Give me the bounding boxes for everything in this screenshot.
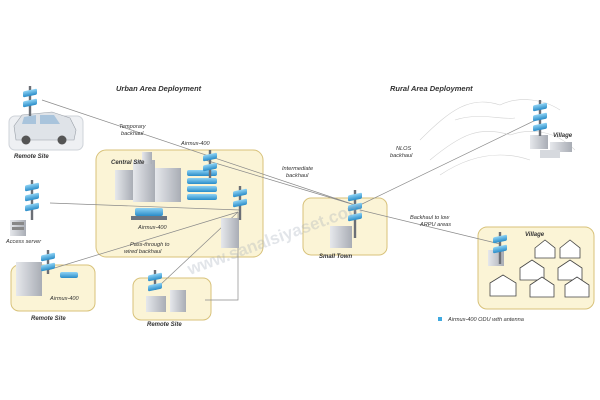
village-top-houses-icon bbox=[530, 135, 572, 158]
tower-small-town-icon bbox=[348, 190, 362, 238]
remote-bottom-building-icon bbox=[146, 290, 186, 312]
tower-access-odu bbox=[25, 192, 39, 202]
remote-site-left-label: Remote Site bbox=[31, 316, 66, 322]
nlos-backhaul-label: NLOS backhaul bbox=[390, 146, 413, 159]
tower-village-top-icon bbox=[533, 100, 547, 136]
tower-access-icon bbox=[25, 180, 39, 220]
central-router-icon bbox=[131, 208, 167, 220]
village-top-label: Village bbox=[553, 133, 573, 139]
passthrough-line2: wired backhaul bbox=[124, 249, 162, 255]
tower-village-right-odu bbox=[493, 234, 507, 244]
tower-remote-bottom-icon bbox=[148, 270, 162, 292]
towers-layer bbox=[23, 86, 547, 292]
backhaul-low-arpu-label: Backhaul to low ARPU areas bbox=[410, 215, 451, 228]
temporary-backhaul-line1: Temporary bbox=[119, 124, 147, 130]
airmux-remote-left-label: Airmux-400 bbox=[49, 296, 79, 302]
tower-central-odu bbox=[203, 152, 217, 162]
temporary-backhaul-label: Temporary backhaul bbox=[119, 124, 147, 137]
tower-remote-left-pole bbox=[46, 250, 50, 274]
hills-sketch bbox=[419, 99, 576, 176]
tower-remote-bottom-odu bbox=[148, 272, 162, 282]
tower-remote-left-odu bbox=[41, 252, 55, 262]
central-site-label: Central Site bbox=[111, 160, 145, 166]
airmux-central-top-label: Airmux-400 bbox=[180, 141, 210, 147]
tower-remote-top-icon bbox=[23, 86, 37, 116]
remote-left-building-icon bbox=[16, 262, 78, 296]
tower-remote-top-odu bbox=[23, 98, 37, 108]
tower-remote-top-odu bbox=[23, 88, 37, 98]
backhaul-low-arpu-line1: Backhaul to low bbox=[410, 215, 450, 221]
tower-village-right-icon bbox=[493, 232, 507, 264]
airmux-central-mid-label: Airmux-400 bbox=[137, 225, 167, 231]
bottom-mid-building-icon bbox=[221, 218, 239, 248]
intermediate-backhaul-line1: Intermediate bbox=[282, 166, 313, 172]
tower-mid-odu bbox=[233, 188, 247, 198]
tower-remote-left-odu bbox=[41, 262, 55, 272]
tower-access-odu bbox=[25, 202, 39, 212]
van-icon bbox=[13, 111, 77, 145]
tower-remote-left-icon bbox=[41, 250, 55, 274]
tower-remote-bottom-odu bbox=[148, 282, 162, 292]
tower-small-town-odu bbox=[348, 192, 362, 202]
legend-swatch bbox=[438, 317, 442, 321]
tower-mid-icon bbox=[233, 186, 247, 220]
passthrough-label: Pass-through to wired backhaul bbox=[124, 242, 171, 255]
temporary-backhaul-line2: backhaul bbox=[121, 131, 144, 137]
rural-section-title: Rural Area Deployment bbox=[390, 84, 473, 93]
urban-section-title: Urban Area Deployment bbox=[116, 84, 202, 93]
tower-village-right-odu bbox=[493, 244, 507, 254]
intermediate-backhaul-label: Intermediate backhaul bbox=[282, 166, 315, 179]
access-server-icon bbox=[10, 220, 26, 236]
tower-mid-odu bbox=[233, 198, 247, 208]
tower-small-town-odu bbox=[348, 202, 362, 212]
intermediate-backhaul-line2: backhaul bbox=[286, 173, 309, 179]
access-server-label: Access server bbox=[5, 239, 42, 245]
tower-village-top-odu bbox=[533, 122, 547, 132]
small-town-label: Small Town bbox=[319, 254, 352, 260]
legend: Airmux-400 ODU with antenna bbox=[438, 317, 524, 323]
tower-central-icon bbox=[203, 150, 217, 178]
remote-site-top-label: Remote Site bbox=[14, 154, 49, 160]
tower-small-town-odu bbox=[348, 212, 362, 222]
nlos-backhaul-line1: NLOS bbox=[396, 146, 412, 152]
tower-access-odu bbox=[25, 182, 39, 192]
nlos-backhaul-line2: backhaul bbox=[390, 153, 413, 159]
village-right-houses-icon bbox=[489, 239, 590, 298]
village-right-label: Village bbox=[525, 232, 545, 238]
remote-site-bottom-label: Remote Site bbox=[147, 322, 182, 328]
backhaul-low-arpu-line2: ARPU areas bbox=[419, 222, 451, 228]
central-buildings-icon bbox=[115, 152, 181, 202]
passthrough-line1: Pass-through to bbox=[130, 242, 170, 248]
tower-village-top-odu bbox=[533, 102, 547, 112]
small-town-building-icon bbox=[330, 226, 352, 248]
legend-text: Airmux-400 ODU with antenna bbox=[447, 317, 524, 323]
tower-central-odu bbox=[203, 162, 217, 172]
tower-village-top-odu bbox=[533, 112, 547, 122]
